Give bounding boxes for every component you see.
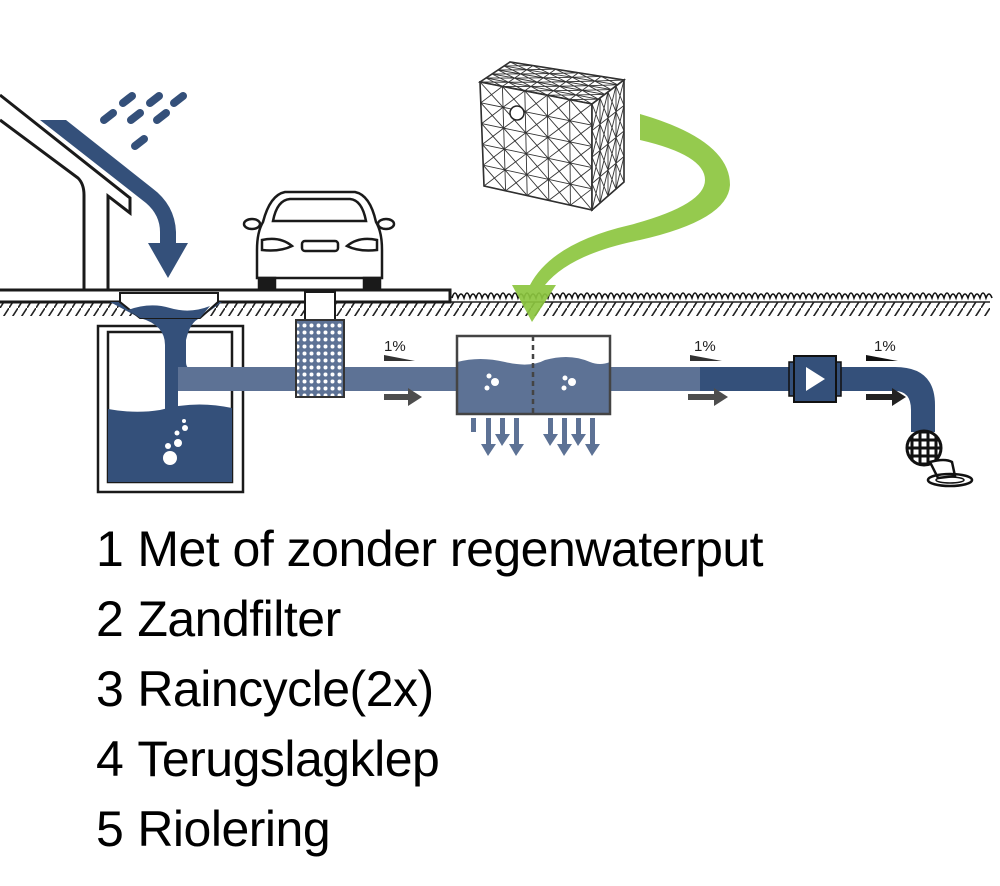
legend-label: Riolering bbox=[137, 801, 331, 857]
rainwater-tank-icon bbox=[96, 292, 250, 494]
legend-label: Terugslagklep bbox=[137, 731, 440, 787]
legend-number: 2 bbox=[96, 591, 124, 647]
flow-arrow-icon bbox=[688, 388, 728, 406]
rain-icon bbox=[100, 92, 187, 150]
legend-number: 3 bbox=[96, 661, 124, 717]
bubbles bbox=[163, 419, 188, 465]
rainwater-system-diagram: 1% 1% 1% bbox=[0, 61, 993, 494]
flow-arrow-icon bbox=[866, 388, 906, 406]
sand-filter-icon bbox=[295, 291, 345, 398]
slope-label: 1% bbox=[384, 338, 406, 355]
legend-number: 4 bbox=[96, 731, 124, 787]
legend-label: Raincycle(2x) bbox=[137, 661, 434, 717]
legend-label: Met of zonder regenwaterput bbox=[137, 521, 764, 577]
green-arrow bbox=[512, 114, 730, 322]
infiltration-unit-icon bbox=[455, 334, 612, 456]
car-icon bbox=[242, 190, 396, 292]
legend-label: Zandfilter bbox=[137, 591, 341, 647]
infiltration-arrows bbox=[471, 418, 600, 456]
check-valve-icon bbox=[788, 355, 842, 403]
flow-arrows bbox=[384, 388, 906, 406]
legend-number: 5 bbox=[96, 801, 124, 857]
house-icon bbox=[0, 93, 452, 304]
legend-number: 1 bbox=[96, 521, 124, 577]
slope-label: 1% bbox=[694, 338, 716, 355]
sewer-drain-icon bbox=[905, 429, 974, 488]
slope-indicators: 1% 1% 1% bbox=[384, 338, 898, 361]
raincycle-crate-icon bbox=[477, 61, 626, 212]
roof-runoff-arrow bbox=[40, 120, 188, 278]
flow-arrow-icon bbox=[384, 388, 422, 406]
slope-label: 1% bbox=[874, 338, 896, 355]
